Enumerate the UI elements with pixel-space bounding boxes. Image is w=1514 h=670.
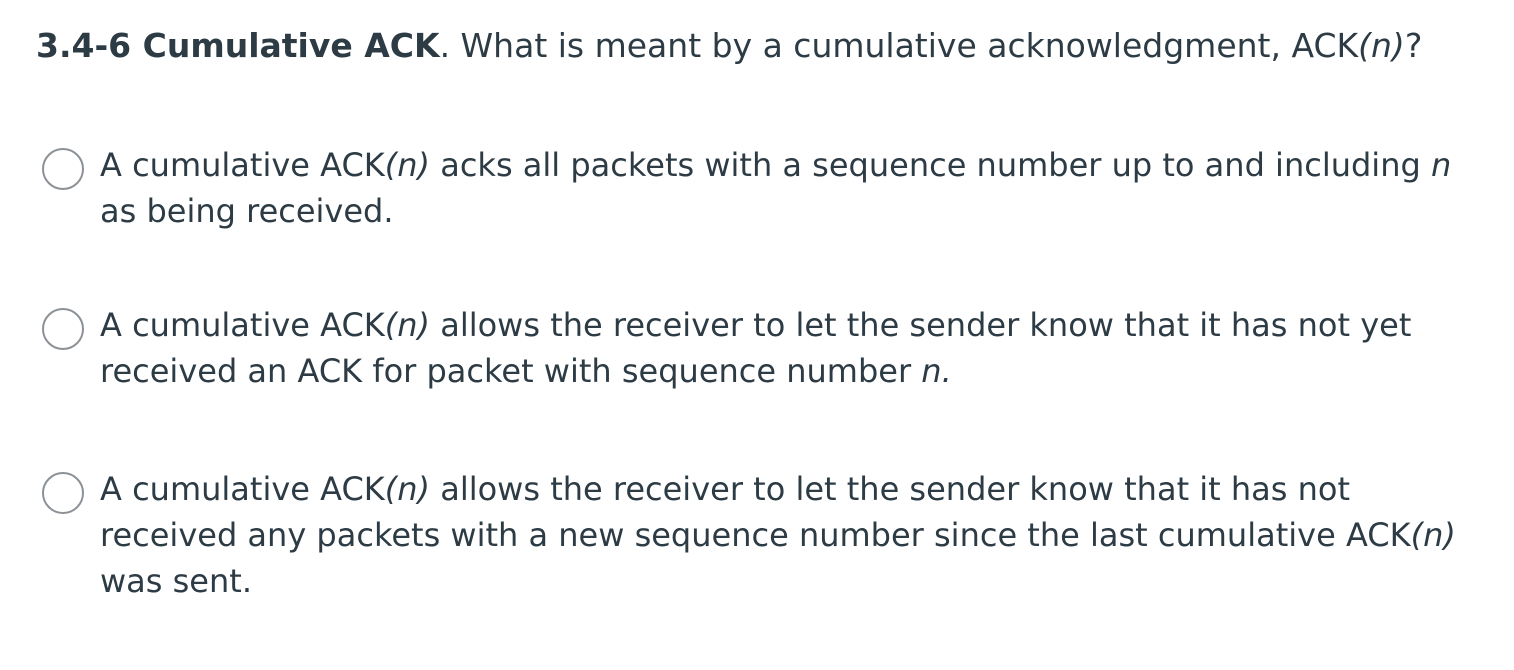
opt1-text-b: (n) (384, 146, 431, 184)
opt3-text-e: was sent. (100, 562, 252, 600)
opt2-text-d: n. (921, 352, 952, 390)
answer-option-2-label: A cumulative ACK(n) allows the receiver … (100, 302, 1460, 394)
radio-button-1[interactable] (42, 148, 84, 190)
answer-option-1-label: A cumulative ACK(n) acks all packets wit… (100, 142, 1460, 234)
radio-button-2[interactable] (42, 308, 84, 350)
opt3-text-c: allows the receiver to let the sender kn… (100, 470, 1411, 554)
opt2-text-a: A cumulative ACK (100, 306, 385, 344)
question-prompt: 3.4-6 Cumulative ACK. What is meant by a… (36, 22, 1486, 70)
opt3-text-d: (n) (1410, 516, 1456, 554)
question-mark: ? (1404, 26, 1423, 65)
opt3-text-a: A cumulative ACK (100, 470, 385, 508)
opt3-text-b: (n) (384, 470, 431, 508)
opt1-text-e: as being received. (100, 192, 394, 230)
question-var-n: (n) (1358, 26, 1405, 65)
answer-option-3-label: A cumulative ACK(n) allows the receiver … (100, 466, 1460, 604)
opt1-text-c: acks all packets with a sequence number … (430, 146, 1431, 184)
opt1-text-a: A cumulative ACK (100, 146, 385, 184)
question-number: 3.4-6 Cumulative ACK (36, 26, 440, 65)
radio-button-3[interactable] (42, 472, 84, 514)
opt2-text-c: allows the receiver to let the sender kn… (100, 306, 1412, 390)
opt2-text-b: (n) (384, 306, 431, 344)
opt1-text-d: n (1430, 146, 1452, 184)
question-text: . What is meant by a cumulative acknowle… (439, 26, 1359, 65)
